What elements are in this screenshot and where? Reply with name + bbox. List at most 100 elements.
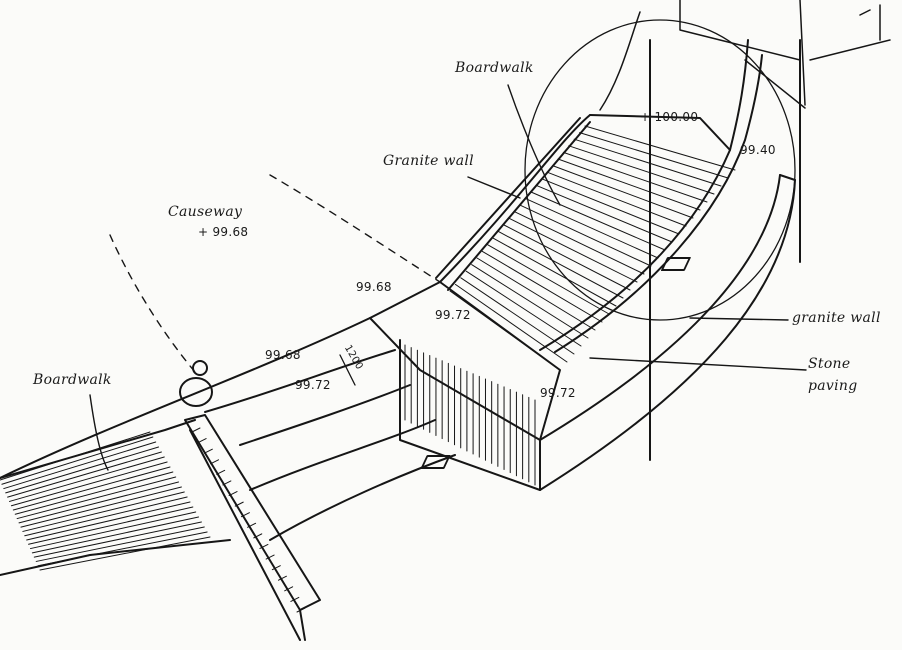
beam-hatch-line xyxy=(284,586,294,592)
left-board-line xyxy=(12,466,171,511)
label-boardwalk-left: Boardwalk xyxy=(33,372,112,388)
left-board-line xyxy=(20,486,182,528)
causeway-top xyxy=(0,317,371,479)
level-9968-b: 99.68 xyxy=(265,348,301,362)
beam-hatch-line xyxy=(271,565,281,571)
upper-board-line xyxy=(573,138,722,187)
beam-hatch-line xyxy=(265,554,275,560)
leader-boardwalk-top xyxy=(507,84,561,206)
upper-board-line xyxy=(552,165,694,219)
upper-board-line xyxy=(541,178,680,235)
upper-board-line xyxy=(498,231,624,299)
level-9968-a: 99.68 xyxy=(356,280,392,294)
upper-board-line xyxy=(519,204,652,267)
upper-board-line xyxy=(481,250,603,323)
leader-granite-right xyxy=(689,317,789,321)
upper-board-line xyxy=(471,264,589,339)
upper-left-wall xyxy=(435,117,591,291)
level-9972-a: 99.72 xyxy=(435,308,471,322)
left-board-line xyxy=(18,481,180,524)
upper-board-line xyxy=(503,224,631,291)
left-board-line xyxy=(5,446,160,494)
left-board-line xyxy=(1,436,154,485)
upper-board-line xyxy=(525,198,659,259)
upper-board-line xyxy=(546,171,687,227)
paving-slab xyxy=(369,281,561,441)
leader-granite-left xyxy=(467,176,521,199)
causeway-line-5 xyxy=(269,454,456,541)
granite-wall-curve-1 xyxy=(539,39,749,351)
sight-line-2 xyxy=(269,174,441,283)
leader-boardwalk-left xyxy=(89,394,109,471)
left-board-line xyxy=(16,476,177,520)
upper-board-line xyxy=(530,191,666,251)
left-board-line xyxy=(28,506,194,545)
post-base-right xyxy=(660,257,691,271)
beam-hatch-line xyxy=(191,427,201,433)
upper-board-line xyxy=(476,257,596,331)
left-board-line xyxy=(29,511,197,550)
left-board-line xyxy=(39,536,211,571)
label-stone-paving-1: Stone xyxy=(808,356,851,372)
leader-stone xyxy=(589,357,807,371)
left-board-line xyxy=(33,521,202,558)
level-10000: + 100.00 xyxy=(640,110,699,124)
upper-board-line xyxy=(557,158,701,211)
left-board-line xyxy=(35,526,205,562)
left-board-line xyxy=(26,501,191,541)
level-9972-b: 99.72 xyxy=(295,378,331,392)
upper-board-line xyxy=(465,270,582,347)
granite-beam xyxy=(184,414,321,611)
shade-ellipse xyxy=(524,19,796,321)
upper-board-line xyxy=(487,244,610,315)
granite-wall-curve-2 xyxy=(554,54,763,353)
left-board-line xyxy=(7,451,162,498)
upper-board-line xyxy=(584,125,736,171)
bollard-top xyxy=(192,360,208,376)
slab-face xyxy=(399,339,541,491)
granite-beam-side xyxy=(189,429,306,641)
label-boardwalk-top: Boardwalk xyxy=(455,60,534,76)
label-granite-wall-right: granite wall xyxy=(792,310,881,326)
sight-line-1 xyxy=(109,234,196,373)
left-boardwalk-top xyxy=(0,419,196,479)
left-board-line xyxy=(10,461,168,507)
left-board-line xyxy=(22,491,185,532)
causeway-line-2 xyxy=(204,349,396,413)
bollard xyxy=(179,377,213,407)
upper-left-edge xyxy=(439,114,591,283)
label-causeway: Causeway xyxy=(168,204,243,220)
right-wall-side xyxy=(539,174,796,491)
right-wall-outer xyxy=(539,179,796,491)
upper-board-line xyxy=(562,151,708,203)
curve-a xyxy=(599,11,641,111)
beam-hatch-line xyxy=(197,438,207,444)
level-9940: 99.40 xyxy=(740,143,776,157)
level-9972-c: 99.72 xyxy=(540,386,576,400)
beam-hatch-line xyxy=(277,575,287,581)
left-board-line xyxy=(31,516,200,554)
upper-board-line xyxy=(514,211,645,275)
label-granite-wall-left: Granite wall xyxy=(383,153,474,169)
upper-board-line xyxy=(508,217,638,283)
left-board-line xyxy=(14,471,174,515)
left-boardwalk-bottom xyxy=(0,539,231,576)
causeway-line-4 xyxy=(249,419,436,491)
label-stone-paving-2: paving xyxy=(808,378,858,394)
causeway-line-3 xyxy=(239,384,411,446)
upper-board-line xyxy=(454,283,568,363)
left-board-line xyxy=(3,441,157,490)
level-9968-causeway: + 99.68 xyxy=(198,225,249,239)
upper-board-line xyxy=(460,277,575,355)
left-board-line xyxy=(24,496,188,537)
frame-sketch xyxy=(679,0,891,109)
upper-board-line xyxy=(579,132,729,179)
upper-board-line xyxy=(568,145,715,195)
beam-hatch-line xyxy=(290,596,300,602)
boardwalk-top-edge xyxy=(589,114,731,151)
post-base-mid xyxy=(420,455,451,469)
width-dim xyxy=(339,354,356,386)
upper-board-line xyxy=(492,237,617,307)
upper-right-edge xyxy=(539,174,781,441)
